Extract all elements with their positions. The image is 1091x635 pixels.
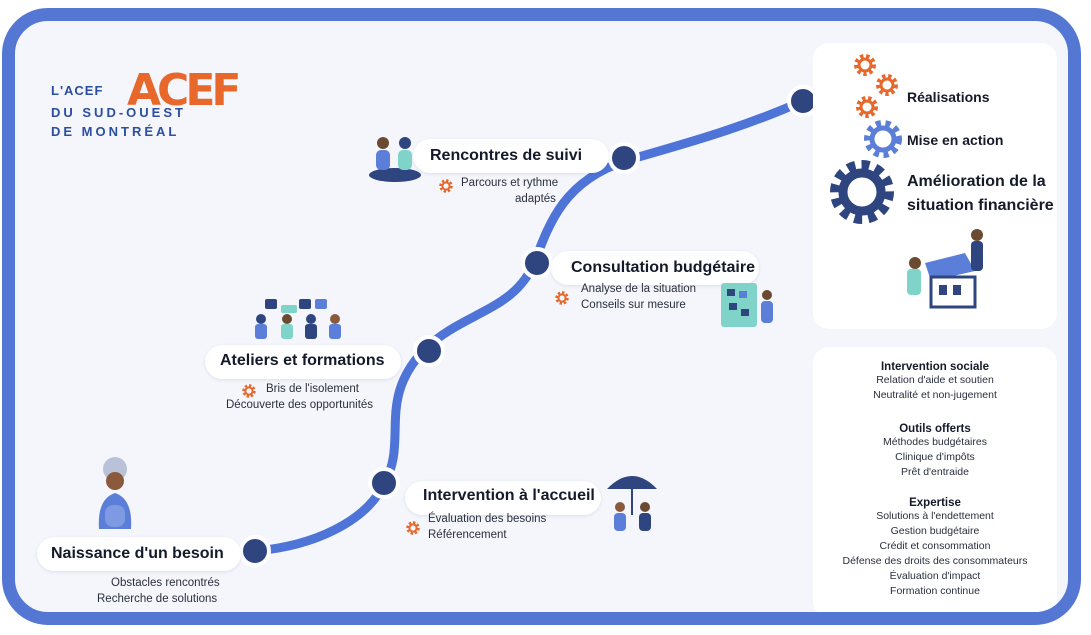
node-2 — [368, 467, 400, 499]
gear-icon — [555, 291, 569, 305]
stage-2-title: Intervention à l'accueil — [423, 487, 595, 504]
info-panel: Intervention sociale Relation d'aide et … — [813, 347, 1057, 612]
stage-3-title: Ateliers et formations — [220, 352, 385, 369]
stage-5-line-2: adaptés — [515, 193, 556, 205]
section-outils: Outils offerts Méthodes budgétaires Clin… — [813, 423, 1057, 480]
section-item: Évaluation d'impact — [889, 570, 981, 582]
section-title: Intervention sociale — [880, 361, 989, 373]
logo-line3: DE MONTRÉAL — [51, 124, 180, 139]
gear-icon — [242, 384, 256, 398]
stage-5-line-1: Parcours et rythme — [461, 177, 559, 189]
stage-pill-5 — [413, 139, 609, 173]
goal-3-line-1: Amélioration de la — [907, 173, 1046, 190]
section-item: Relation d'aide et soutien — [876, 374, 994, 386]
logo-prefix: L'ACEF — [51, 83, 104, 98]
budget-board-illustration — [721, 283, 773, 327]
stage-3-line-2: Découverte des opportunités — [226, 399, 374, 411]
stage-pill-2 — [405, 481, 601, 515]
goal-1: Réalisations — [907, 89, 990, 105]
section-item: Méthodes budgétaires — [883, 436, 987, 448]
section-item: Solutions à l'endettement — [876, 510, 994, 522]
journey-path — [239, 85, 819, 567]
house-building-illustration — [907, 229, 983, 309]
stage-1-title: Naissance d'un besoin — [51, 545, 224, 562]
section-item: Neutralité et non-jugement — [873, 389, 997, 401]
section-item: Crédit et consommation — [879, 540, 991, 552]
node-5 — [608, 142, 640, 174]
node-1 — [239, 535, 271, 567]
stage-5-title: Rencontres de suivi — [430, 147, 583, 164]
section-item: Clinique d'impôts — [895, 451, 975, 463]
section-expertise: Expertise Solutions à l'endettement Gest… — [813, 497, 1057, 599]
gear-icon — [406, 521, 420, 535]
stage-1-line-2: Recherche de solutions — [97, 593, 218, 605]
gear-cluster-icon — [854, 54, 898, 118]
goal-3-line-2: situation financière — [907, 197, 1054, 214]
stage-1-line-1: Obstacles rencontrés — [111, 577, 220, 589]
gear-icon — [439, 179, 453, 193]
meeting-illustration — [369, 137, 421, 182]
person-sitting-illustration — [98, 457, 132, 529]
stage-4-line-2: Conseils sur mesure — [581, 299, 686, 311]
section-item: Défense des droits des consommateurs — [842, 555, 1028, 567]
goal-2: Mise en action — [907, 132, 1004, 148]
workshop-illustration — [255, 299, 341, 339]
logo-line2: DU SUD-OUEST — [51, 105, 186, 120]
section-intervention: Intervention sociale Relation d'aide et … — [813, 361, 1057, 403]
stage-pill-1 — [37, 537, 241, 571]
gear-dark-icon — [830, 160, 894, 224]
gear-blue-icon — [864, 120, 902, 158]
stage-pill-4 — [551, 251, 759, 285]
node-4 — [521, 247, 553, 279]
logo-brand: ACEF — [127, 65, 241, 116]
section-title: Expertise — [909, 497, 961, 509]
section-item: Gestion budgétaire — [890, 525, 980, 537]
node-3 — [413, 335, 445, 367]
section-item: Prêt d'entraide — [901, 466, 969, 478]
umbrella-illustration — [607, 476, 657, 531]
diagram-frame: L'ACEF ACEF DU SUD-OUEST DE MONTRÉAL Nai… — [2, 8, 1081, 625]
stage-2-line-2: Référencement — [428, 529, 507, 541]
stage-2-line-1: Évaluation des besoins — [428, 513, 547, 525]
stage-4-line-1: Analyse de la situation — [581, 283, 697, 295]
stage-4-title: Consultation budgétaire — [571, 259, 755, 276]
stage-pill-3 — [205, 345, 401, 379]
section-item: Formation continue — [890, 585, 980, 597]
section-title: Outils offerts — [899, 423, 971, 435]
stage-3-line-1: Bris de l'isolement — [266, 383, 359, 395]
